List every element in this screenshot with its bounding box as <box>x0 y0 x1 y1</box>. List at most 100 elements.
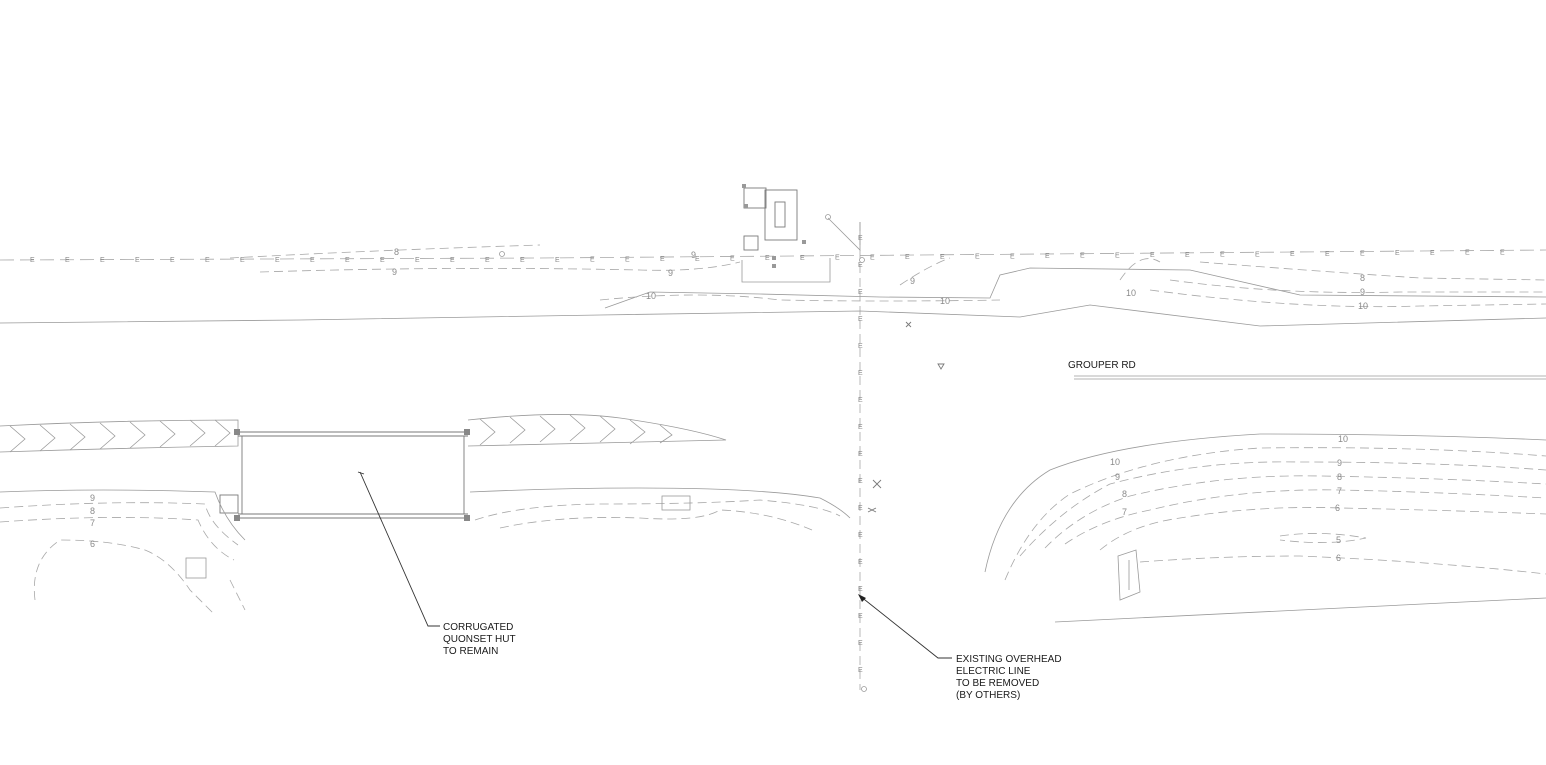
electric-line-marker: E <box>1430 250 1435 257</box>
contour-label: 8 <box>394 247 399 257</box>
contour-label: 10 <box>1126 288 1136 298</box>
contour-label: 8 <box>1122 489 1127 499</box>
contour-label: 8 <box>1337 472 1342 482</box>
quonset-hut <box>219 429 470 521</box>
contour-label: 6 <box>90 539 95 549</box>
electric-callout-line: ELECTRIC LINE <box>956 666 1031 677</box>
electric-line-marker: E <box>1360 250 1365 257</box>
electric-line-marker: E <box>975 254 980 261</box>
electric-line-marker: E <box>1185 252 1190 259</box>
electric-line-marker: E <box>30 257 35 264</box>
electric-callout-line: EXISTING OVERHEAD <box>956 654 1062 665</box>
hut-callout-line: QUONSET HUT <box>443 634 516 645</box>
misc-symbols <box>499 251 945 513</box>
electric-line-marker: E <box>858 478 863 485</box>
electric-line-marker: E <box>660 256 665 263</box>
electric-line-marker: E <box>625 256 630 263</box>
electric-line-marker: E <box>170 257 175 264</box>
hut-leader-line <box>359 471 440 627</box>
lower-left-contours <box>0 487 851 616</box>
electric-line-marker: E <box>1150 252 1155 259</box>
electric-leader-arrow <box>858 594 866 602</box>
electric-line-marker: E <box>1115 252 1120 259</box>
contour-labels: 8 9 9 9 10 10 9 10 8 9 10 9 8 7 6 10 10 … <box>90 247 1368 563</box>
contour-label: 9 <box>910 276 915 286</box>
contour-label: 7 <box>1337 486 1342 496</box>
electric-line-marker: E <box>205 257 210 264</box>
electric-line-marker: E <box>858 235 863 242</box>
contour-label: 7 <box>1122 507 1127 517</box>
electric-line-marker: E <box>555 257 560 264</box>
electric-line-marker: E <box>905 254 910 261</box>
contour-label: 8 <box>1360 273 1365 283</box>
electric-line-marker: E <box>590 257 595 264</box>
contour-label: 9 <box>668 268 673 278</box>
electric-leader-line <box>859 595 952 659</box>
electric-line-marker: E <box>450 257 455 264</box>
top-contours <box>229 244 1546 308</box>
electric-line-marker: E <box>858 559 863 566</box>
contour-label: 9 <box>392 267 397 277</box>
electric-line-marker: E <box>485 257 490 264</box>
electric-line-marker: E <box>730 255 735 262</box>
electric-line-marker: E <box>1045 253 1050 260</box>
hut-leader-tick <box>357 471 365 475</box>
contour-label: 10 <box>940 296 950 306</box>
electric-line-marker: E <box>310 257 315 264</box>
electric-line-marker: E <box>858 343 863 350</box>
electric-callout-line: TO BE REMOVED <box>956 678 1039 689</box>
electric-line-marker: E <box>65 257 70 264</box>
electric-line-marker: E <box>858 667 863 674</box>
electric-line-marker: E <box>858 289 863 296</box>
electric-line-marker: E <box>940 254 945 261</box>
striped-island-left <box>0 419 239 453</box>
contour-label: 6 <box>1336 553 1341 563</box>
electric-line-marker: E <box>858 397 863 404</box>
hut-callout-line: TO REMAIN <box>443 646 498 657</box>
electric-line-marker: E <box>858 532 863 539</box>
electric-line-marker: E <box>100 257 105 264</box>
electric-line-marker: E <box>1220 252 1225 259</box>
hut-callout-line: CORRUGATED <box>443 622 513 633</box>
electric-line-marker: E <box>858 640 863 647</box>
electric-line-marker: E <box>858 262 863 269</box>
utility-structure <box>741 184 865 283</box>
electric-line-marker: E <box>1080 253 1085 260</box>
electric-line-marker: E <box>1465 250 1470 257</box>
electric-line-marker: E <box>858 424 863 431</box>
contour-label: 10 <box>1110 457 1120 467</box>
contour-label: 7 <box>90 518 95 528</box>
electric-line-marker: E <box>800 255 805 262</box>
striped-island-right <box>467 414 727 447</box>
electric-line-marker: E <box>858 451 863 458</box>
road-edges <box>0 267 1546 380</box>
contour-label: 9 <box>90 493 95 503</box>
electric-line-marker: E <box>1255 251 1260 258</box>
electric-line-marker: E <box>415 257 420 264</box>
electric-line-marker: E <box>240 257 245 264</box>
contour-label: 10 <box>1338 434 1348 444</box>
electric-line-marker: E <box>1290 251 1295 258</box>
electric-callout-line: (BY OTHERS) <box>956 690 1020 701</box>
electric-line-marker: E <box>380 257 385 264</box>
electric-callout: EXISTING OVERHEAD ELECTRIC LINE TO BE RE… <box>956 654 1062 701</box>
electric-line-marker: E <box>695 256 700 263</box>
electric-line-marker: E <box>765 255 770 262</box>
electric-line-marker: E <box>345 257 350 264</box>
electric-line-marker: E <box>858 505 863 512</box>
electric-line-marker: E <box>1500 249 1505 256</box>
electric-line-marker: E <box>858 316 863 323</box>
lower-right-contours <box>984 433 1546 623</box>
electric-line-marker: E <box>1325 251 1330 258</box>
contour-label: 9 <box>1115 472 1120 482</box>
electric-line-marker: E <box>520 257 525 264</box>
electric-line-marker: E <box>858 370 863 377</box>
electric-line-marker: E <box>835 255 840 262</box>
contour-label: 9 <box>691 250 696 260</box>
hut-callout: CORRUGATED QUONSET HUT TO REMAIN <box>443 622 516 657</box>
contour-label: 5 <box>1336 535 1341 545</box>
contour-label: 6 <box>1335 503 1340 513</box>
contour-label: 10 <box>1358 301 1368 311</box>
